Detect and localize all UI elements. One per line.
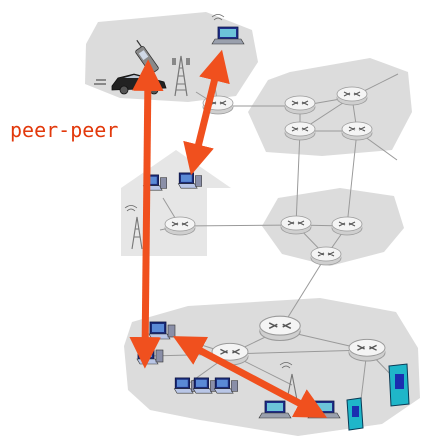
router [259,315,301,342]
router [284,95,316,115]
server-icon [346,397,364,431]
router [341,121,373,141]
router [310,246,342,266]
server-icon [388,363,410,407]
peer-peer-label: peer-peer [10,118,119,142]
router [280,215,312,235]
router [164,216,196,236]
global-isp-region [248,58,412,156]
peer-peer-arrow-lower [172,336,328,418]
mobile-network-region [85,12,258,102]
router [348,338,386,362]
peer-peer-arrow-upper [183,49,230,176]
router [284,121,316,141]
router [336,86,368,106]
router [331,216,363,236]
peer-peer-arrow-long [129,59,164,369]
laptop-icon [211,14,245,45]
home-network-region [121,150,231,256]
peer-peer-arrows [129,49,328,418]
